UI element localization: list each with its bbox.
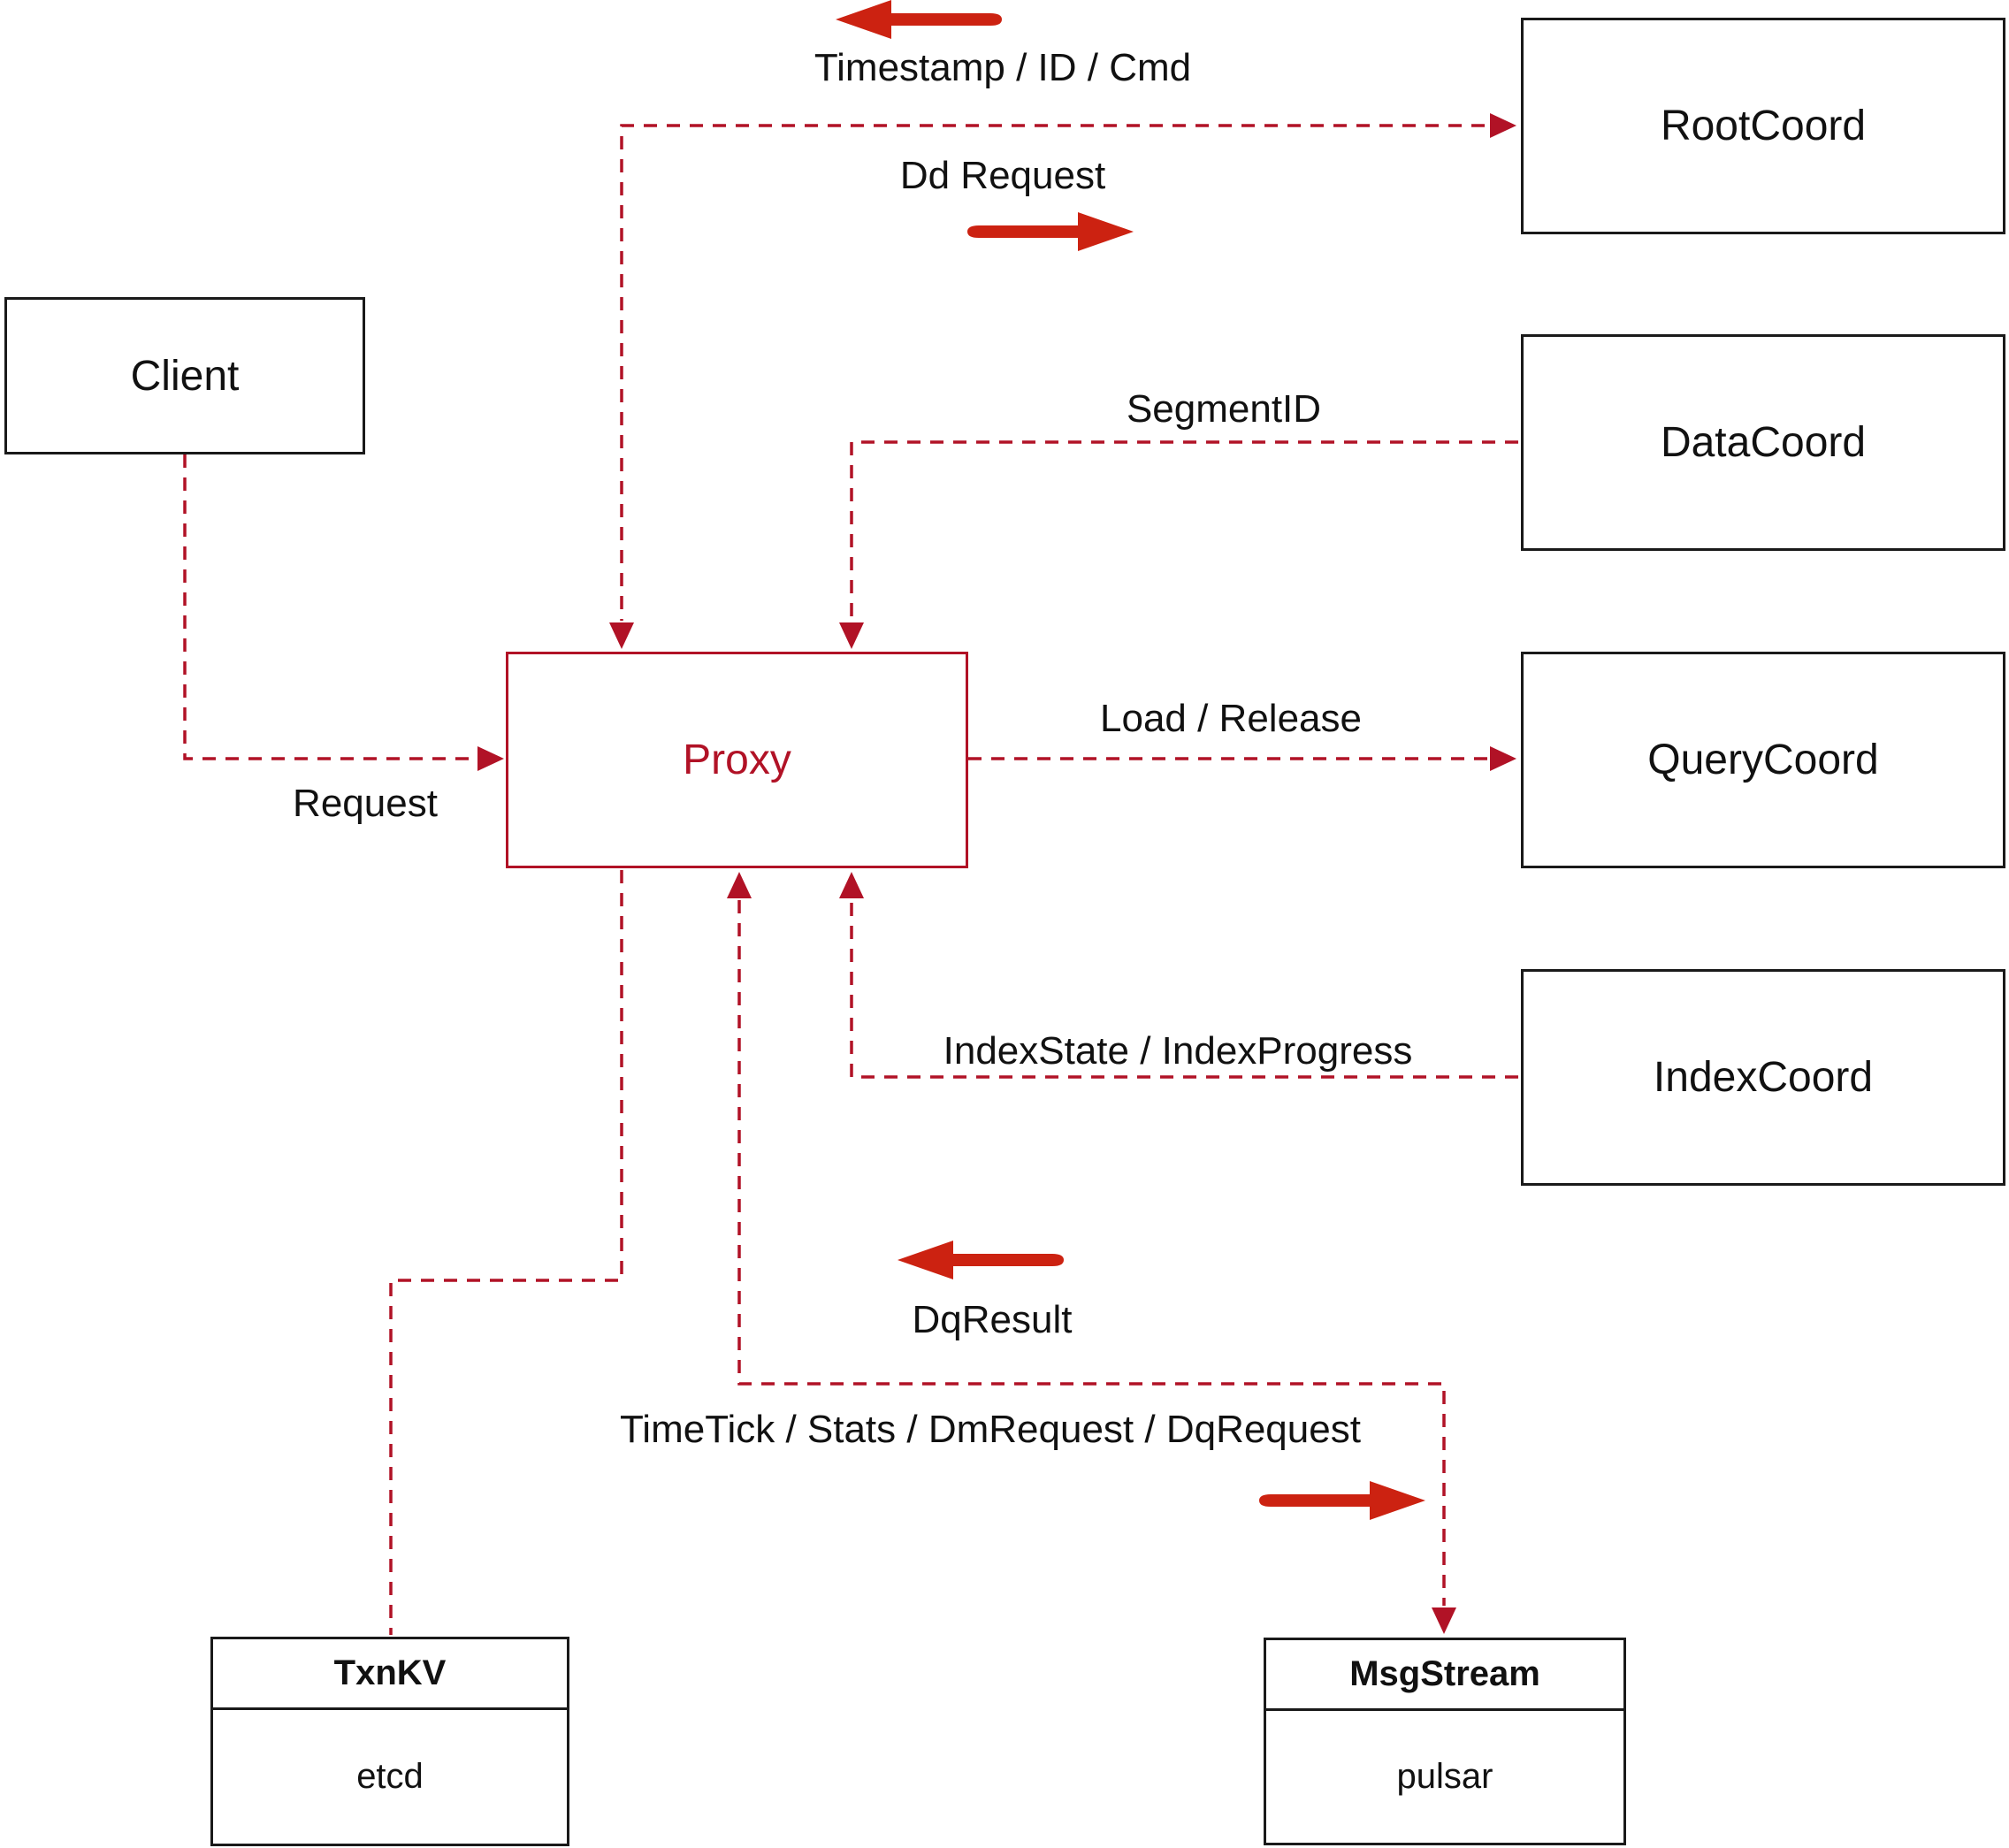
node-msgstream: MsgStream pulsar (1264, 1638, 1626, 1845)
node-proxy-label: Proxy (683, 737, 791, 783)
node-txnkv: TxnKV etcd (210, 1637, 569, 1846)
edge-proxy-msgstream (737, 900, 1446, 1606)
arrowhead-into-proxy-bottom-right (839, 872, 864, 898)
arrowhead-into-proxy-left (477, 746, 504, 771)
edge-label-segmentid: SegmentID (1126, 387, 1322, 431)
edge-proxy-rootcoord (620, 124, 1508, 621)
arrowhead-into-msgstream (1432, 1607, 1456, 1634)
node-querycoord-label: QueryCoord (1647, 737, 1879, 783)
arrowhead-into-querycoord (1490, 746, 1516, 771)
node-client-label: Client (130, 352, 240, 400)
node-datacoord: DataCoord (1521, 334, 2005, 551)
edge-client-proxy (183, 454, 476, 760)
node-querycoord: QueryCoord (1521, 652, 2005, 868)
arrowhead-into-rootcoord (1490, 113, 1516, 138)
node-msgstream-title: MsgStream (1266, 1640, 1623, 1711)
arrowhead-into-proxy-top-left (609, 622, 634, 649)
edge-indexcoord-proxy (850, 900, 1518, 1079)
node-client: Client (4, 297, 365, 454)
edge-label-indexstate: IndexState / IndexProgress (943, 1029, 1413, 1073)
edge-label-dd-request: Dd Request (899, 154, 1106, 197)
node-proxy: Proxy (506, 652, 968, 868)
node-indexcoord: IndexCoord (1521, 969, 2005, 1186)
node-msgstream-impl: pulsar (1396, 1757, 1493, 1796)
direction-arrow-right-timetick (1259, 1481, 1425, 1520)
edge-datacoord-proxy (850, 440, 1518, 621)
direction-arrow-left-dqresult (898, 1241, 1064, 1279)
node-txnkv-title: TxnKV (213, 1639, 567, 1710)
node-rootcoord-label: RootCoord (1660, 103, 1867, 149)
arrowhead-into-proxy-top-right (839, 622, 864, 649)
node-indexcoord-label: IndexCoord (1653, 1054, 1874, 1101)
node-datacoord-label: DataCoord (1660, 419, 1867, 466)
arrowhead-into-proxy-bottom-mid (727, 872, 752, 898)
edge-label-dqresult: DqResult (912, 1298, 1073, 1341)
edge-proxy-txnkv (389, 870, 623, 1635)
edge-label-request: Request (293, 782, 438, 825)
edge-label-timetick: TimeTick / Stats / DmRequest / DqRequest (620, 1408, 1361, 1451)
direction-arrow-right-dd-request (967, 212, 1134, 251)
edge-label-timestamp: Timestamp / ID / Cmd (814, 46, 1192, 89)
node-rootcoord: RootCoord (1521, 18, 2005, 234)
node-txnkv-impl: etcd (356, 1757, 424, 1796)
direction-arrow-left-timestamp (836, 0, 1002, 39)
edge-label-load-release: Load / Release (1100, 697, 1362, 740)
